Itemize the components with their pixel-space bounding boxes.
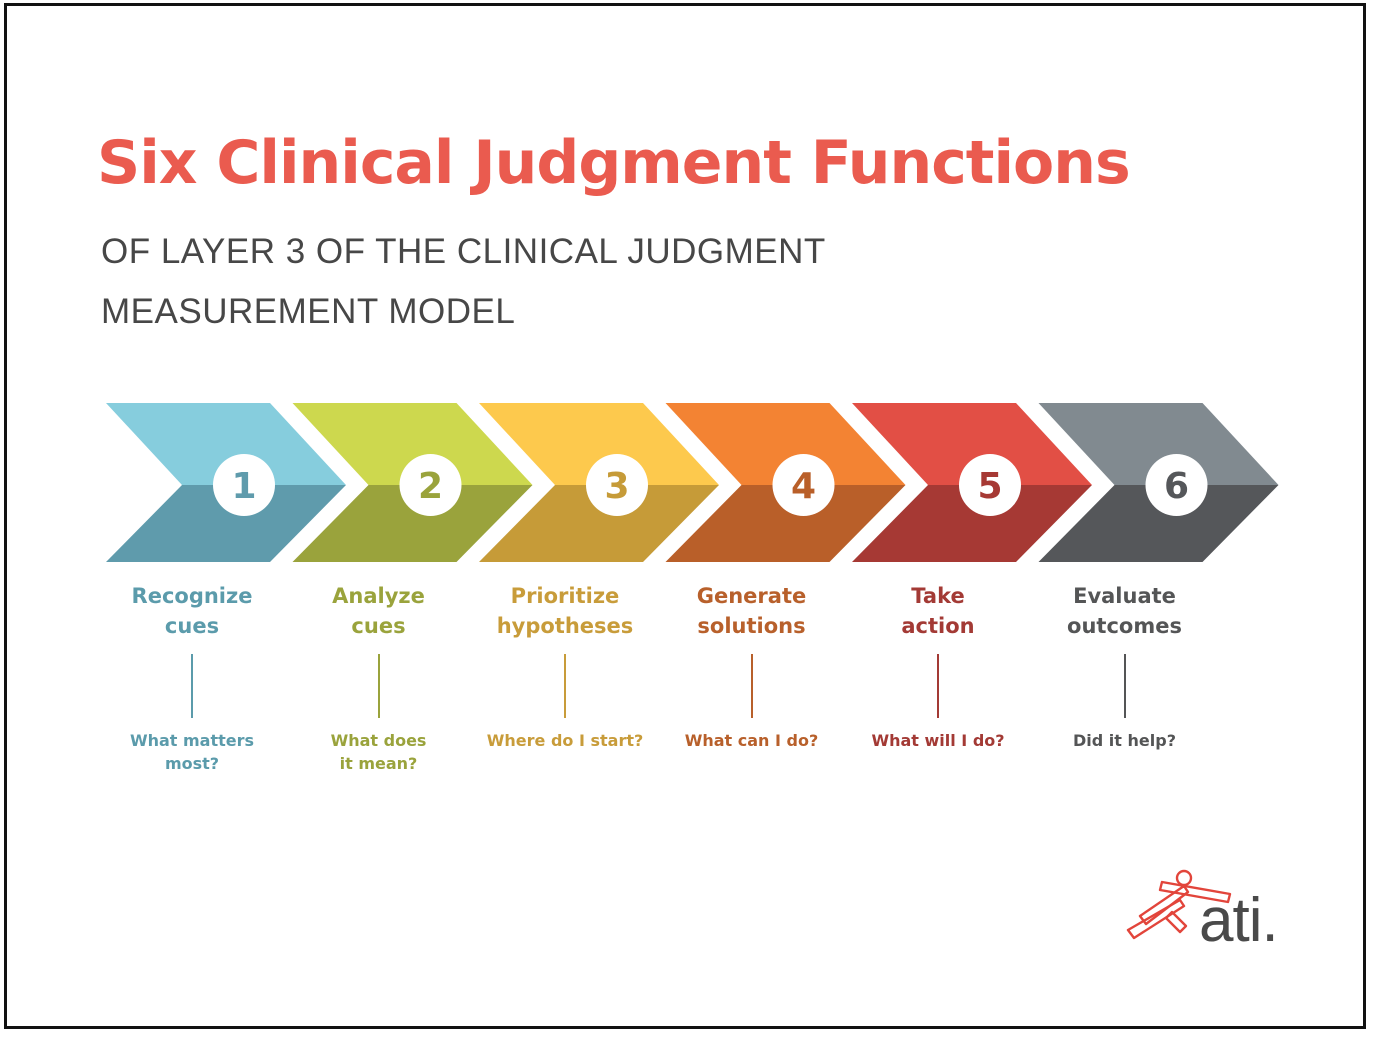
step-2-number: 2	[418, 466, 443, 507]
page-subtitle: OF LAYER 3 OF THE CLINICAL JUDGMENT MEAS…	[101, 222, 921, 342]
step-2-label-line-2: cues	[351, 614, 406, 638]
step-6-badge	[1145, 454, 1208, 516]
step-5-connector-line	[937, 654, 939, 718]
step-4-badge	[772, 454, 835, 516]
chevron-5-top	[852, 403, 1092, 485]
step-2-badge	[399, 454, 462, 516]
subtitle-line-1: OF LAYER 3 OF THE CLINICAL JUDGMENT	[101, 232, 826, 271]
chevron-6-bottom	[1038, 485, 1279, 562]
step-3-connector-line	[564, 654, 566, 718]
step-4-connector-line	[750, 654, 753, 718]
step-3-label: Prioritize hypotheses	[460, 581, 670, 641]
step-5-badge	[959, 454, 1021, 516]
step-4-question: What can I do?	[647, 729, 857, 752]
ati-logo-mark-icon	[1126, 869, 1232, 940]
page-title: Six Clinical Judgment Functions	[97, 128, 1131, 198]
step-2-label: Analyze cues	[274, 581, 484, 641]
step-1-connector-line	[191, 654, 193, 718]
step-2-question-line-1: What does	[330, 731, 427, 750]
step-3-badge	[586, 454, 648, 516]
step-2-question: What does it mean?	[274, 729, 484, 775]
step-1-question-line-1: What matters	[129, 731, 255, 750]
step-4-label-line-1: Generate	[696, 584, 807, 608]
step-3-number: 3	[604, 466, 629, 507]
step-1-number: 1	[231, 466, 256, 507]
step-5-label: Take action	[833, 581, 1043, 641]
step-1-label-line-1: Recognize	[131, 584, 253, 608]
step-1-question: What matters most?	[87, 729, 297, 775]
chevron-5-bottom	[852, 485, 1092, 562]
step-6-question: Did it help?	[1020, 729, 1230, 752]
chevron-3-bottom	[479, 485, 719, 562]
step-4-label: Generate solutions	[647, 581, 857, 641]
step-6-label-line-2: outcomes	[1067, 614, 1182, 638]
step-1-question-line-2: most?	[164, 754, 220, 773]
step-1-label-line-2: cues	[164, 614, 220, 638]
ati-logo-text: ati.	[1199, 886, 1279, 955]
subtitle-line-2: MEASUREMENT MODEL	[101, 292, 516, 331]
chevron-1-bottom	[106, 485, 346, 562]
step-1-badge	[213, 454, 275, 516]
chevron-2-top	[292, 403, 533, 485]
step-2-question-line-2: it mean?	[339, 754, 418, 773]
step-4-label-line-2: solutions	[697, 614, 806, 638]
step-3-label-line-2: hypotheses	[496, 614, 634, 638]
step-2-label-line-1: Analyze	[332, 584, 425, 608]
chevron-3-top	[479, 403, 719, 485]
step-1-label: Recognize cues	[87, 581, 297, 641]
chevron-2-bottom	[292, 485, 533, 562]
chevron-4-bottom	[665, 485, 906, 562]
step-5-question: What will I do?	[833, 729, 1043, 752]
step-6-label-line-1: Evaluate	[1073, 584, 1176, 608]
step-3-question-line-1: Where do I start?	[486, 731, 644, 750]
step-6-question-line-1: Did it help?	[1073, 731, 1176, 750]
chevron-6-top	[1038, 403, 1279, 485]
chevron-4-top	[665, 403, 906, 485]
step-2-connector-line	[377, 654, 380, 718]
step-5-question-line-1: What will I do?	[871, 731, 1005, 750]
step-6-label: Evaluate outcomes	[1020, 581, 1230, 641]
step-3-label-line-1: Prioritize	[510, 584, 620, 608]
step-4-number: 4	[791, 466, 816, 507]
step-5-number: 5	[977, 466, 1002, 507]
step-3-question: Where do I start?	[460, 729, 670, 752]
chevron-1-top	[106, 403, 346, 485]
step-5-label-line-2: action	[901, 614, 975, 638]
step-4-question-line-1: What can I do?	[684, 731, 819, 750]
step-5-label-line-1: Take	[911, 584, 965, 608]
step-6-connector-line	[1123, 654, 1126, 718]
step-6-number: 6	[1164, 466, 1189, 507]
